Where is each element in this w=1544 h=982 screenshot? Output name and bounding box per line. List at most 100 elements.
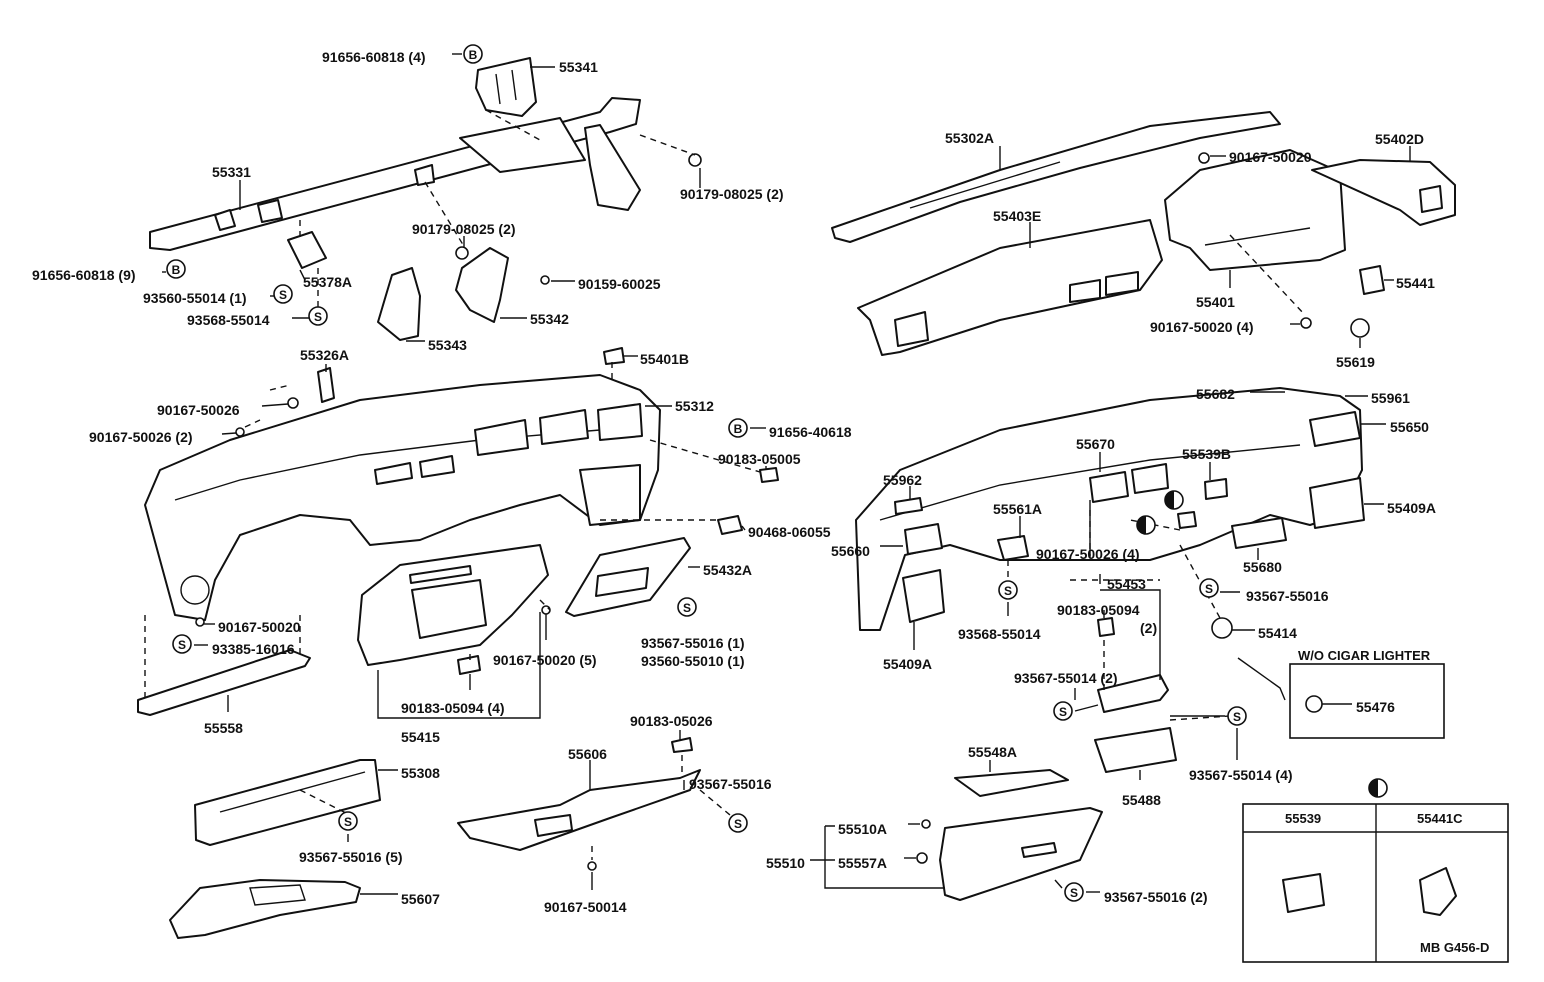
part-label-35: 55607 — [401, 891, 440, 907]
part-label-18: 91656-40618 — [769, 424, 852, 440]
part-55539-icon — [1282, 873, 1325, 913]
part-label-21: 55432A — [703, 562, 752, 578]
screw-marker-s-icon: S — [1064, 882, 1084, 902]
part-label-66: 93567-55014 (4) — [1189, 767, 1293, 783]
without-cigar-lighter-box — [1289, 663, 1445, 739]
screw-marker-s-icon: S — [338, 811, 358, 831]
svg-text:B: B — [734, 422, 743, 436]
screw-90159-icon — [540, 275, 550, 285]
screw-marker-s-icon: S — [1053, 701, 1073, 721]
part-label-62: 55409A — [883, 656, 932, 672]
instrument-panel-reinforcement-55331 — [149, 97, 641, 251]
screw-90167-f-icon — [1300, 317, 1312, 329]
part-label-71: 93567-55016 (2) — [1104, 889, 1208, 905]
part-label-24: 93567-55016 (1) — [641, 635, 745, 651]
svg-text:S: S — [178, 638, 186, 652]
nut-90179-icon — [688, 153, 702, 167]
half-filled-marker-icon — [1136, 515, 1156, 535]
instrument-panel-55312 — [144, 374, 661, 621]
part-label-20: 90468-06055 — [748, 524, 831, 540]
svg-text:S: S — [344, 815, 352, 829]
bracket-55561A-icon — [997, 535, 1029, 561]
assembly-dashed-lines — [144, 109, 1306, 860]
part-label-60: 93568-55014 — [958, 626, 1041, 642]
lower-panel-55606 — [457, 769, 701, 851]
lighter-55414-icon — [1211, 617, 1233, 639]
part-label-34: 93567-55016 (5) — [299, 849, 403, 865]
part-label-7: 55378A — [303, 274, 352, 290]
part-label-64: 55476 — [1356, 699, 1395, 715]
part-label-56: 55453 — [1107, 576, 1146, 592]
cluster-finish-panel-55415 — [357, 544, 549, 666]
direction-arrow — [1237, 657, 1286, 701]
clip-90183-05026-icon — [671, 737, 693, 753]
screw-90167-a-icon — [287, 397, 299, 409]
part-label-23: 93385-16016 — [212, 641, 295, 657]
bracket-55342 — [455, 247, 509, 323]
part-label-48: 55670 — [1076, 436, 1115, 452]
drawing-reference-code: MB G456-D — [1420, 940, 1489, 955]
part-label-40: 55403E — [993, 208, 1041, 224]
screw-marker-s-icon: S — [728, 813, 748, 833]
part-55441C-icon — [1419, 867, 1457, 916]
clip-90183-05094-b-icon — [1097, 617, 1115, 637]
part-label-38: 90167-50020 — [1229, 149, 1312, 165]
part-label-39: 55402D — [1375, 131, 1424, 147]
part-label-67: 55488 — [1122, 792, 1161, 808]
part-label-37: 55302A — [945, 130, 994, 146]
part-label-1: 91656-60818 (4) — [322, 49, 426, 65]
part-label-51: 55561A — [993, 501, 1042, 517]
svg-text:S: S — [314, 310, 322, 324]
screw-90167-c-icon — [195, 617, 205, 627]
part-label-28: 55558 — [204, 720, 243, 736]
part-label-10: 93568-55014 — [187, 312, 270, 328]
part-label-32: 55308 — [401, 765, 440, 781]
bracket-55326A — [317, 367, 335, 403]
half-filled-marker-icon — [1368, 778, 1388, 798]
part-label-70: 55557A — [838, 855, 887, 871]
svg-text:S: S — [1059, 705, 1067, 719]
screw-90167-b-icon — [235, 427, 245, 437]
screw-marker-s-icon: S — [677, 597, 697, 617]
part-label-49: 55539B — [1182, 446, 1231, 462]
bracket-55343 — [377, 267, 421, 341]
part-label-13: 55326A — [300, 347, 349, 363]
svg-text:S: S — [1004, 584, 1012, 598]
svg-text:B: B — [469, 48, 478, 62]
screw-marker-s-icon: S — [273, 284, 293, 304]
table-header-55441c: 55441C — [1417, 811, 1463, 826]
side-panel-55402D — [1311, 159, 1456, 226]
safety-pad-55302A — [831, 111, 1281, 243]
svg-text:S: S — [279, 288, 287, 302]
svg-text:S: S — [1205, 582, 1213, 596]
part-label-54: 90167-50026 (4) — [1036, 546, 1140, 562]
clip-90183-05005-icon — [759, 467, 779, 483]
table-header-55539: 55539 — [1285, 811, 1321, 826]
part-label-11: 55342 — [530, 311, 569, 327]
part-label-29: 55415 — [401, 729, 440, 745]
part-label-33: 93567-55016 — [689, 776, 772, 792]
screw-90167-50014-icon — [587, 861, 597, 871]
svg-text:B: B — [172, 263, 181, 277]
applicability-table — [1242, 803, 1509, 963]
screw-90167-e-icon — [1198, 152, 1210, 164]
part-label-14: 55401B — [640, 351, 689, 367]
fastener-symbols: B B S S B S S S S S S S S S — [166, 44, 1388, 902]
part-label-68: 55510A — [838, 821, 887, 837]
part-label-16: 55312 — [675, 398, 714, 414]
part-label-30: 90183-05026 — [630, 713, 713, 729]
screw-marker-s-icon: S — [1227, 706, 1247, 726]
part-label-27: 90183-05094 (4) — [401, 700, 505, 716]
safety-pad-55403E — [857, 219, 1163, 356]
part-label-15: 90167-50026 — [157, 402, 240, 418]
clip-90468-icon — [717, 515, 743, 535]
glove-door-pad-55548A — [954, 769, 1069, 797]
part-label-19: 90183-05005 — [718, 451, 801, 467]
bracket-55341 — [475, 57, 537, 117]
part-label-17: 90167-50026 (2) — [89, 429, 193, 445]
part-label-8: 91656-60818 (9) — [32, 267, 136, 283]
part-label-69: 55510 — [766, 855, 805, 871]
part-label-4: 90179-08025 (2) — [680, 186, 784, 202]
